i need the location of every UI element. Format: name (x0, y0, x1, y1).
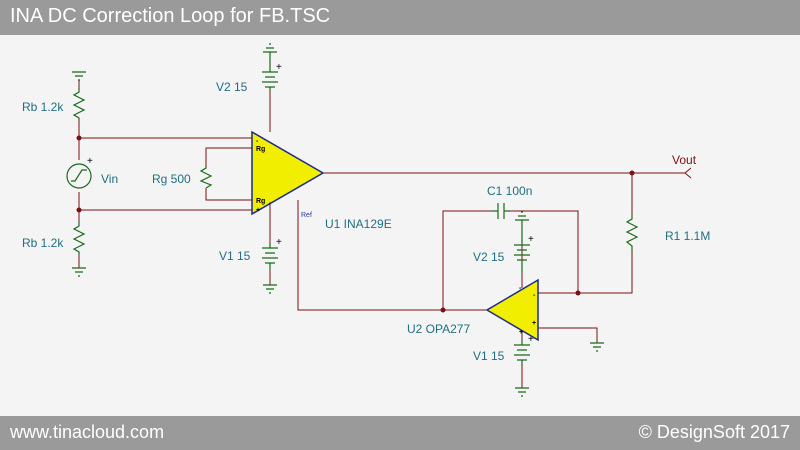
component-labels: Rb 1.2k Vin Rb 1.2k Rg 500 V2 15 V1 15 U… (22, 80, 710, 363)
u2-minus-pin: - (533, 292, 536, 299)
vin-label: Vin (101, 172, 118, 186)
junction-dot (76, 135, 82, 141)
vin-source[interactable]: + (66, 156, 93, 189)
junction-dot (76, 207, 82, 213)
u2-opamp[interactable]: - + - + (485, 278, 539, 342)
v1-bottom-battery[interactable]: + (514, 334, 534, 366)
r1-label: R1 1.1M (665, 229, 710, 243)
rb-bottom-resistor[interactable] (72, 222, 86, 255)
ground-symbol (263, 284, 277, 294)
copyright-notice: © DesignSoft 2017 (638, 422, 790, 442)
title-bar: INA DC Correction Loop for FB.TSC (0, 0, 800, 35)
u2-minus-supply-pin: - (519, 285, 522, 292)
junction-dot (629, 170, 635, 176)
v1-top-label: V1 15 (219, 249, 251, 263)
r1-resistor[interactable] (625, 215, 639, 253)
rb-bottom-label: Rb 1.2k (22, 236, 64, 250)
u1-plus-pin: + (256, 207, 260, 214)
c1-capacitor[interactable] (492, 203, 510, 219)
u1-rg-upper-pin: Rg (256, 146, 265, 153)
u2-plus-supply-pin: + (519, 329, 523, 336)
u1-ref-pin: Ref (301, 212, 312, 219)
schematic-canvas[interactable]: + + + + + (0, 35, 800, 416)
vout-terminal[interactable] (684, 167, 692, 179)
v2-top-label: V2 15 (216, 80, 248, 94)
u1-minus-pin: - (256, 138, 259, 145)
v2-top-plus: + (276, 62, 282, 73)
c1-label: C1 100n (487, 184, 532, 198)
u1-minus-supply-pin: - (269, 200, 272, 207)
rb-top-resistor[interactable] (72, 88, 86, 120)
ground-symbol (590, 342, 604, 352)
ground-symbol (263, 43, 277, 60)
v2-bottom-plus: + (528, 234, 534, 245)
vout-label: Vout (672, 153, 697, 167)
u2-label: U2 OPA277 (407, 322, 470, 336)
v2-top-battery[interactable]: + (262, 60, 282, 90)
v1-top-plus: + (276, 237, 282, 248)
rg-resistor[interactable] (199, 165, 213, 189)
ground-symbol (515, 387, 529, 397)
v2-bottom-label: V2 15 (473, 250, 505, 264)
v1-bottom-label: V1 15 (473, 349, 505, 363)
ground-symbol (515, 211, 529, 228)
u1-ina-amplifier[interactable]: - Rg Rg + - Ref (251, 130, 325, 219)
site-url[interactable]: www.tinacloud.com (10, 422, 165, 442)
circuit-diagram: + + + + + (22, 43, 710, 397)
rg-label: Rg 500 (152, 172, 191, 186)
vin-plus-sign: + (87, 156, 93, 167)
footer-bar: www.tinacloud.com © DesignSoft 2017 (0, 416, 800, 450)
v1-bottom-plus: + (528, 334, 534, 345)
u2-plus-pin: + (532, 320, 536, 327)
junction-dot (440, 307, 446, 313)
ground-symbol (72, 71, 86, 81)
junction-dot (575, 290, 581, 296)
v1-top-battery[interactable]: + (262, 237, 282, 270)
u1-label: U1 INA129E (325, 217, 392, 231)
v2-bottom-battery[interactable]: + (514, 228, 534, 273)
page-title: INA DC Correction Loop for FB.TSC (10, 5, 331, 27)
u1-rg-lower-pin: Rg (256, 198, 265, 205)
rb-top-label: Rb 1.2k (22, 100, 64, 114)
ground-symbol (72, 267, 86, 277)
wires (78, 80, 685, 388)
junctions (76, 135, 635, 313)
